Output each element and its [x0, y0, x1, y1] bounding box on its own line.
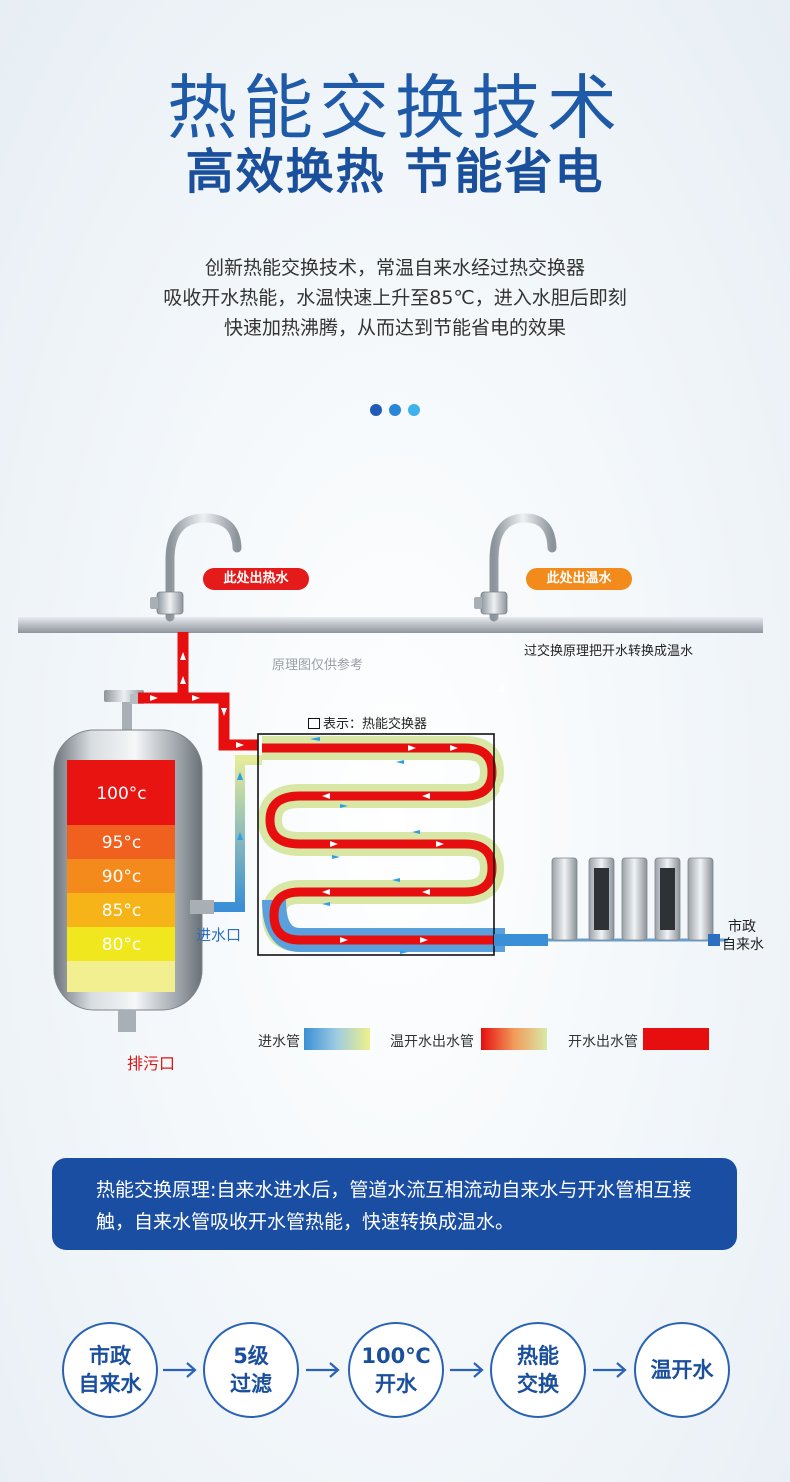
flow-arrow-icon	[593, 1362, 627, 1378]
legend-label-warm: 温开水出水管	[390, 1034, 474, 1050]
hot-water-tag: 此处出热水	[203, 568, 309, 590]
exchanger-legend: 表示：热能交换器	[308, 713, 427, 732]
pager-dot-2	[389, 404, 401, 416]
countertop	[18, 617, 763, 633]
municipal-label-1: 市政	[728, 919, 756, 935]
legend-label-hot: 开水出水管	[568, 1034, 638, 1050]
heat-exchanger-coil	[257, 733, 505, 956]
temp-zone-95	[67, 825, 175, 859]
page-title: 热能交换技术	[167, 67, 623, 149]
exchange-note: 过交换原理把开水转换成温水	[524, 644, 694, 659]
intro-line-3: 快速加热沸腾，从而达到节能省电的效果	[223, 317, 566, 339]
hot-faucet	[150, 513, 242, 622]
intro-line-1: 创新热能交换技术，常温自来水经过热交换器	[204, 257, 585, 279]
flow-arrow-icon	[306, 1362, 340, 1378]
inlet-pipe	[214, 755, 262, 912]
flow-step-warm-water: 温开水	[634, 1322, 730, 1418]
pager-dot-1	[370, 404, 382, 416]
legend-swatch-inlet	[304, 1028, 370, 1050]
temp-zone-85	[67, 893, 175, 927]
flow-arrows	[150, 652, 505, 943]
flow-step-exchange: 热能 交换	[490, 1322, 586, 1418]
exchanger-box-icon	[308, 718, 320, 729]
page-subtitle: 高效换热 节能省电	[185, 144, 605, 200]
flow-step-filtration: 5级 过滤	[203, 1322, 299, 1418]
legend-swatch-warm	[481, 1028, 547, 1050]
municipal-label-2: 自来水	[722, 937, 764, 953]
legend-swatch-hot	[643, 1028, 709, 1050]
temp-zone-90	[67, 859, 175, 893]
flow-step-municipal: 市政 自来水	[62, 1322, 158, 1418]
temp-zone-100	[67, 760, 175, 825]
cold-flow-arrows	[237, 737, 420, 954]
flow-arrow-icon	[450, 1362, 484, 1378]
temp-label-85: 85°c	[101, 901, 142, 921]
temp-label-95: 95°c	[101, 833, 142, 853]
temp-label-90: 90°c	[101, 867, 142, 887]
heat-exchange-diagram	[18, 513, 763, 1050]
temp-label-100: 100°c	[96, 784, 147, 804]
principle-text: 热能交换原理:自来水进水后，管道水流互相流动自来水与开水管相互接触，自来水管吸收…	[96, 1179, 692, 1233]
warm-water-tag: 此处出温水	[526, 568, 632, 590]
water-tank	[53, 690, 214, 1032]
flow-step-boiling: 100℃ 开水	[348, 1322, 444, 1418]
drain-label: 排污口	[127, 1054, 176, 1073]
intro-line-2: 吸收开水热能，水温快速上升至85℃，进入水胆后即刻	[163, 287, 627, 309]
temp-zone-80	[67, 927, 175, 961]
reference-note: 原理图仅供参考	[272, 658, 364, 673]
temp-label-80: 80°c	[101, 935, 142, 955]
warm-faucet	[474, 513, 557, 622]
principle-box: 热能交换原理:自来水进水后，管道水流互相流动自来水与开水管相互接触，自来水管吸收…	[52, 1158, 737, 1250]
flow-arrow-icon	[163, 1362, 197, 1378]
legend-label-inlet: 进水管	[258, 1034, 300, 1050]
inlet-label: 进水口	[196, 926, 242, 944]
filter-cartridges	[551, 857, 720, 946]
pager-dot-3	[408, 404, 420, 416]
exchanger-legend-label: 表示：热能交换器	[323, 717, 428, 732]
